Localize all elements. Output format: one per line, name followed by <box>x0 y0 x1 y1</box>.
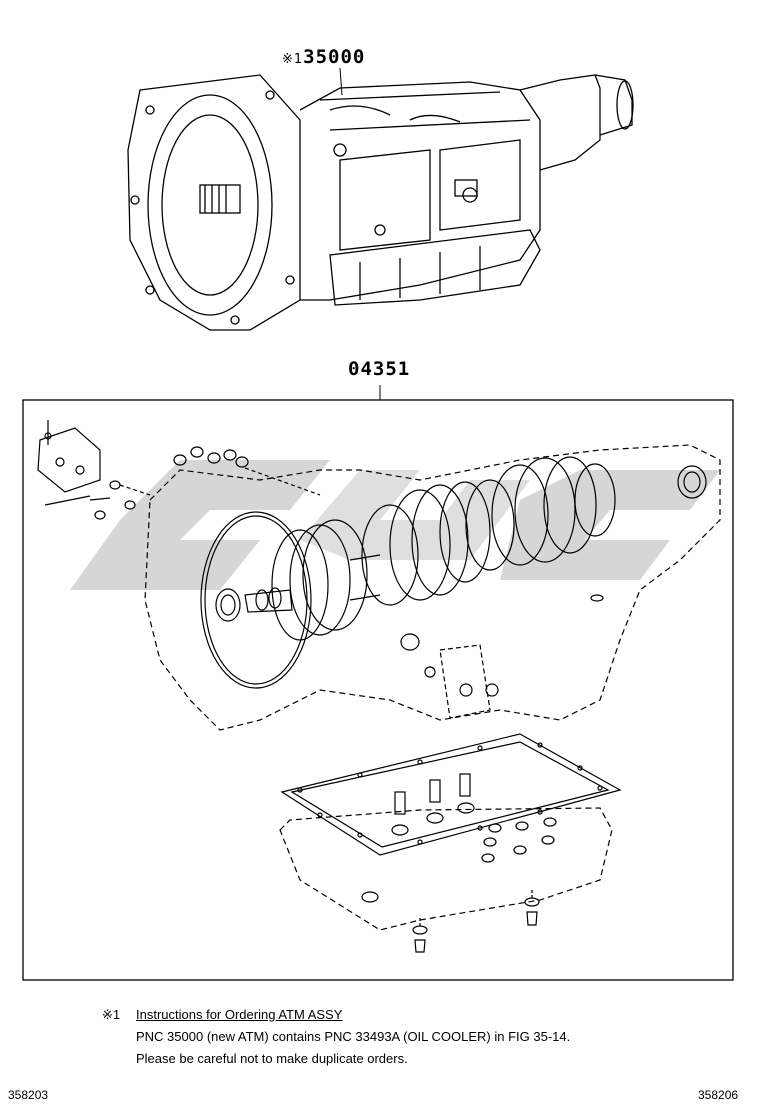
assembly-callout-number[interactable]: 35000 <box>303 46 366 68</box>
note-line-1: PNC 35000 (new ATM) contains PNC 33493A … <box>136 1029 571 1044</box>
overhaul-kit-illustration <box>37 420 721 953</box>
atm-assembly-illustration <box>127 67 634 331</box>
assembly-callout: ※135000 <box>282 46 365 68</box>
note-line-2: Please be careful not to make duplicate … <box>136 1051 408 1066</box>
note-mark: ※1 <box>102 1007 121 1022</box>
overhaul-kit-frame <box>22 399 734 981</box>
kit-callout-number[interactable]: 04351 <box>348 358 411 380</box>
note-block: Instructions for Ordering ATM ASSY PNC 3… <box>136 1004 736 1070</box>
footer-left-code: 358203 <box>8 1088 49 1102</box>
assembly-callout-mark: ※1 <box>282 52 304 67</box>
note-heading[interactable]: Instructions for Ordering ATM ASSY <box>136 1007 343 1022</box>
watermark-logo <box>70 460 720 590</box>
footer-right-code: 358206 <box>698 1088 739 1102</box>
